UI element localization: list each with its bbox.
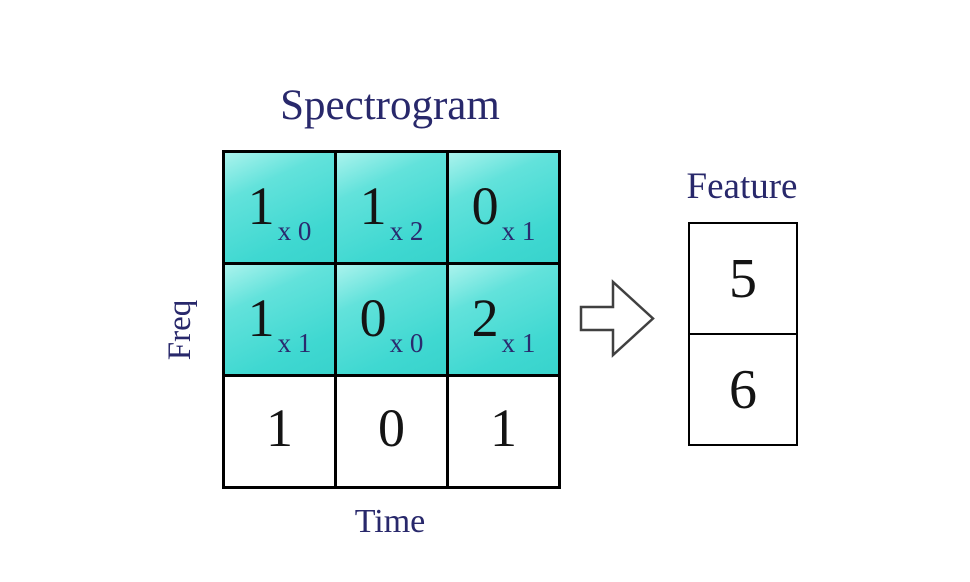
cell-multiplier: x 0 — [389, 328, 424, 358]
spectrogram-title: Spectrogram — [280, 82, 500, 129]
cell-value: 2 — [471, 287, 499, 348]
grid-cell-r1c0: 1 x 1 — [225, 265, 334, 374]
cell-value: 1 — [359, 175, 387, 236]
grid-cell-r0c0: 1 x 0 — [225, 153, 334, 262]
cell-multiplier: x 1 — [277, 328, 312, 358]
grid-cell-r1c2: 2 x 1 — [449, 265, 558, 374]
feature-title: Feature — [686, 166, 798, 207]
cell-value: 1 — [490, 397, 517, 458]
cell-multiplier: x 2 — [389, 216, 424, 246]
cell-value: 0 — [378, 397, 405, 458]
feature-column: 5 6 — [688, 222, 798, 446]
grid-cell-r2c0: 1 — [225, 377, 334, 486]
feature-value: 6 — [729, 358, 757, 421]
cell-multiplier: x 0 — [277, 216, 312, 246]
right-arrow-icon — [579, 279, 655, 358]
time-axis-label: Time — [354, 503, 426, 540]
grid-cell-r2c1: 0 — [337, 377, 446, 486]
freq-axis-label: Freq — [161, 299, 198, 361]
cell-multiplier: x 1 — [501, 216, 536, 246]
cell-value: 0 — [359, 287, 387, 348]
feature-cell-0: 5 — [690, 224, 796, 335]
cell-value: 1 — [266, 397, 293, 458]
cell-value: 0 — [471, 175, 499, 236]
cell-value: 1 — [247, 175, 275, 236]
spectrogram-grid: 1 x 0 1 x 2 0 x 1 1 x 1 0 x 0 2 x 1 1 0 — [222, 150, 561, 489]
cell-multiplier: x 1 — [501, 328, 536, 358]
grid-cell-r0c1: 1 x 2 — [337, 153, 446, 262]
feature-cell-1: 6 — [690, 335, 796, 444]
grid-cell-r1c1: 0 x 0 — [337, 265, 446, 374]
grid-cell-r0c2: 0 x 1 — [449, 153, 558, 262]
cell-value: 1 — [247, 287, 275, 348]
feature-value: 5 — [729, 247, 757, 310]
grid-cell-r2c2: 1 — [449, 377, 558, 486]
